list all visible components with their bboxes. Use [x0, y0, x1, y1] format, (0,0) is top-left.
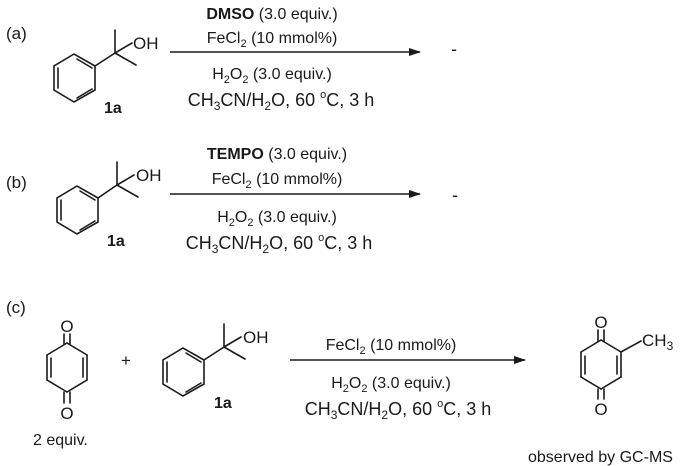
- bond-ring-quaternary-carbon: [203, 346, 225, 361]
- solvent-line: CH3CN/H2O, 60 oC, 3 h: [186, 232, 373, 256]
- catalyst-line: FeCl2 (10 mmol%): [207, 30, 338, 50]
- hydroxyl-label: OH: [136, 166, 162, 185]
- plus-sign: +: [121, 351, 131, 370]
- panel-c-label: (c): [6, 298, 26, 317]
- methyl-label: CH3: [642, 331, 674, 353]
- bond-ring-quaternary-carbon: [94, 52, 116, 67]
- additive-line: DMSO (3.0 equiv.): [206, 6, 337, 23]
- hydroxyl-label: OH: [133, 34, 159, 53]
- quinone-equiv-label: 2 equiv.: [33, 432, 88, 449]
- bond-c-oh: [114, 42, 133, 54]
- panel-c: (c) O O 2 equiv. +: [6, 298, 674, 466]
- solvent-line: CH3CN/H2O, 60 oC, 3 h: [188, 89, 375, 113]
- benzoquinone-structure: [46, 333, 88, 404]
- compound-id-1a: 1a: [214, 395, 232, 412]
- bond-methyl-right: [116, 184, 139, 198]
- oxidant-line: H2O2 (3.0 equiv.): [212, 66, 332, 86]
- bond-methyl-right: [114, 52, 137, 66]
- panel-b-reactant-structure: [56, 161, 139, 235]
- hydroxyl-label: OH: [243, 328, 269, 347]
- solvent-line: CH3CN/H2O, 60 oC, 3 h: [305, 398, 492, 422]
- panel-b-label: (b): [6, 173, 27, 192]
- bond-c-oh: [116, 174, 135, 186]
- catalyst-line: FeCl2 (10 mmol%): [212, 171, 343, 191]
- panel-b: (b) OH 1a TEMPO (3.0 equiv.) FeCl2 (10 m…: [6, 146, 458, 256]
- product-oxygen-top: O: [594, 313, 607, 332]
- benzene-ring: [56, 185, 99, 235]
- bond-methyl: [620, 340, 642, 353]
- bond-methyl-right: [223, 346, 246, 360]
- compound-id-1a: 1a: [104, 100, 122, 117]
- no-product-dash: -: [452, 185, 458, 205]
- oxidant-line: H2O2 (3.0 equiv.): [217, 209, 337, 229]
- panel-a-reactant-structure: [53, 29, 137, 103]
- catalyst-line: FeCl2 (10 mmol%): [326, 337, 457, 357]
- panel-a-label: (a): [6, 24, 27, 43]
- methylbenzoquinone-structure: [580, 329, 642, 400]
- quinone-oxygen-top: O: [60, 317, 73, 336]
- benzene-ring: [162, 347, 205, 397]
- panel-a: (a) OH 1a DMSO (3.0 equiv.) FeCl2 (10 mm…: [6, 6, 457, 117]
- oxidant-line: H2O2 (3.0 equiv.): [331, 375, 451, 395]
- no-product-dash: -: [451, 39, 457, 59]
- quinone-oxygen-bottom: O: [60, 404, 73, 423]
- bond-ring-quaternary-carbon: [97, 184, 118, 199]
- bond-c-oh: [223, 336, 242, 348]
- product-oxygen-bottom: O: [594, 400, 607, 419]
- panel-c-reactant-structure: [162, 323, 246, 397]
- additive-line: TEMPO (3.0 equiv.): [207, 146, 347, 163]
- compound-id-1a: 1a: [107, 233, 125, 250]
- benzene-ring: [53, 53, 96, 103]
- gc-ms-note: observed by GC-MS: [528, 449, 673, 466]
